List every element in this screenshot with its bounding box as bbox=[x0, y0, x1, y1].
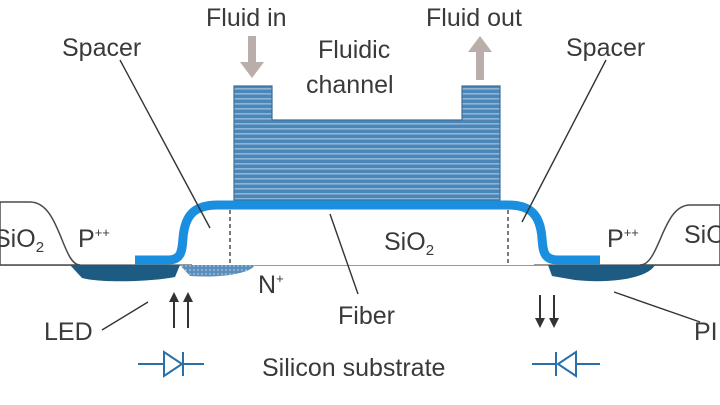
fluid-out-label: Fluid out bbox=[426, 4, 522, 32]
spacer-left-label: Spacer bbox=[62, 34, 141, 62]
fiber-label: Fiber bbox=[338, 302, 395, 330]
pd-label: PI bbox=[694, 318, 718, 346]
left-doped-region bbox=[70, 265, 180, 282]
n-plus-region bbox=[180, 265, 255, 277]
led-label: LED bbox=[44, 318, 93, 346]
fluidic-channel-label-line1: Fluidic bbox=[318, 36, 390, 64]
spacer-right-label: Spacer bbox=[566, 34, 645, 62]
left-oxide-region bbox=[0, 201, 81, 266]
silicon-substrate-label: Silicon substrate bbox=[262, 354, 445, 382]
fluid-in-label: Fluid in bbox=[206, 4, 287, 32]
sio2-center-label: SiO2 bbox=[384, 228, 434, 259]
n-plus-label: N+ bbox=[258, 271, 284, 299]
led-emission-arrows-icon bbox=[169, 292, 193, 328]
fiber-waveguide bbox=[135, 200, 600, 265]
right-oxide-region bbox=[639, 204, 720, 266]
photodiode-symbol-icon bbox=[532, 350, 600, 378]
right-doped-region bbox=[548, 265, 655, 282]
led-diode-symbol-icon bbox=[138, 350, 204, 378]
sio2-left-label: SiO2 bbox=[0, 225, 44, 256]
leader-lines bbox=[101, 59, 701, 331]
center-oxide-block bbox=[192, 207, 534, 265]
p-right-label: P++ bbox=[607, 225, 639, 253]
sio2-right-label: SiO bbox=[684, 221, 720, 249]
pd-detection-arrows-icon bbox=[535, 295, 559, 328]
fluidic-channel-label-line2: channel bbox=[306, 71, 394, 99]
fluid-in-arrow-icon bbox=[240, 36, 264, 78]
fluid-out-arrow-icon bbox=[468, 36, 492, 80]
p-left-label: P++ bbox=[78, 225, 110, 253]
fluidic-channel bbox=[233, 85, 501, 201]
